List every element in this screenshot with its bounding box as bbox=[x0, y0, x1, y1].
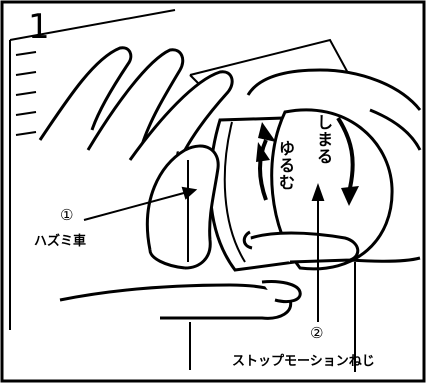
callout-label-stop-motion-screw: ストップモーションねじ bbox=[232, 354, 375, 369]
loosen-label: ゆるむ bbox=[278, 139, 295, 192]
tighten-label: しまる bbox=[316, 113, 333, 166]
callout-label-hand-wheel: ハズミ車 bbox=[34, 234, 87, 249]
rotation-arrows bbox=[256, 116, 359, 206]
callout-number-2: ② bbox=[310, 324, 324, 342]
leader-lines bbox=[83, 160, 356, 372]
right-hand bbox=[59, 68, 422, 320]
step-number: 1 bbox=[28, 7, 50, 47]
left-hand bbox=[38, 46, 234, 270]
callout-number-1: ① bbox=[60, 206, 74, 224]
